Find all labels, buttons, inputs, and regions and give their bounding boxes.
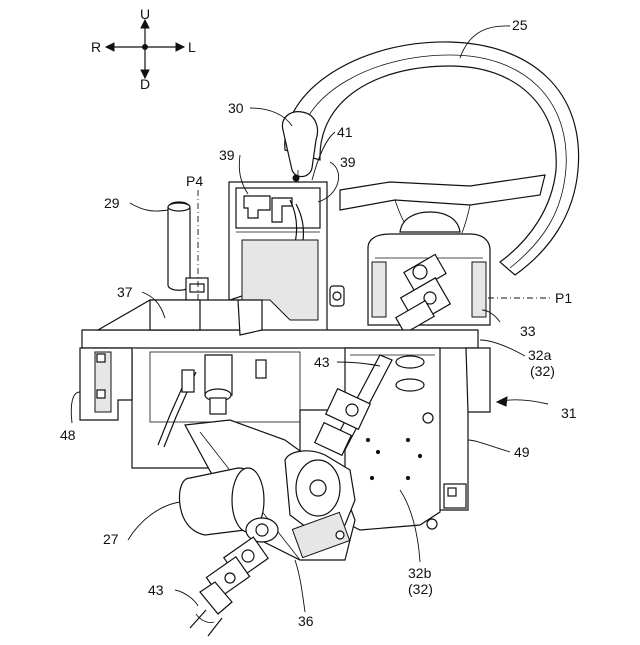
label-48: 48 xyxy=(60,427,76,443)
label-39-left: 39 xyxy=(219,147,235,163)
label-43-upper: 43 xyxy=(314,354,330,370)
label-41: 41 xyxy=(337,124,353,140)
label-25: 25 xyxy=(512,17,528,33)
compass-left: R xyxy=(91,39,101,55)
label-37: 37 xyxy=(117,284,133,300)
cylinder-29 xyxy=(168,202,208,304)
label-29: 29 xyxy=(104,195,120,211)
compass-down: D xyxy=(140,76,150,92)
lower-universal-joint xyxy=(190,537,268,636)
label-32a: 32a xyxy=(528,347,552,363)
label-32b-sub: (32) xyxy=(408,581,433,597)
direction-compass: U D R L xyxy=(91,6,196,92)
label-32b: 32b xyxy=(408,565,432,581)
label-49: 49 xyxy=(514,444,530,460)
steering-column-cover xyxy=(368,212,490,333)
compass-right: L xyxy=(188,39,196,55)
label-39-right: 39 xyxy=(340,154,356,170)
label-36: 36 xyxy=(298,613,314,629)
label-33: 33 xyxy=(520,323,536,339)
lower-plate-32b xyxy=(345,348,440,530)
compass-up: U xyxy=(140,6,150,22)
label-30: 30 xyxy=(228,100,244,116)
label-43-lower: 43 xyxy=(148,582,164,598)
label-27: 27 xyxy=(103,531,119,547)
label-31: 31 xyxy=(561,405,577,421)
label-p1: P1 xyxy=(555,290,572,306)
label-p4: P4 xyxy=(186,173,203,189)
label-32a-sub: (32) xyxy=(530,363,555,379)
